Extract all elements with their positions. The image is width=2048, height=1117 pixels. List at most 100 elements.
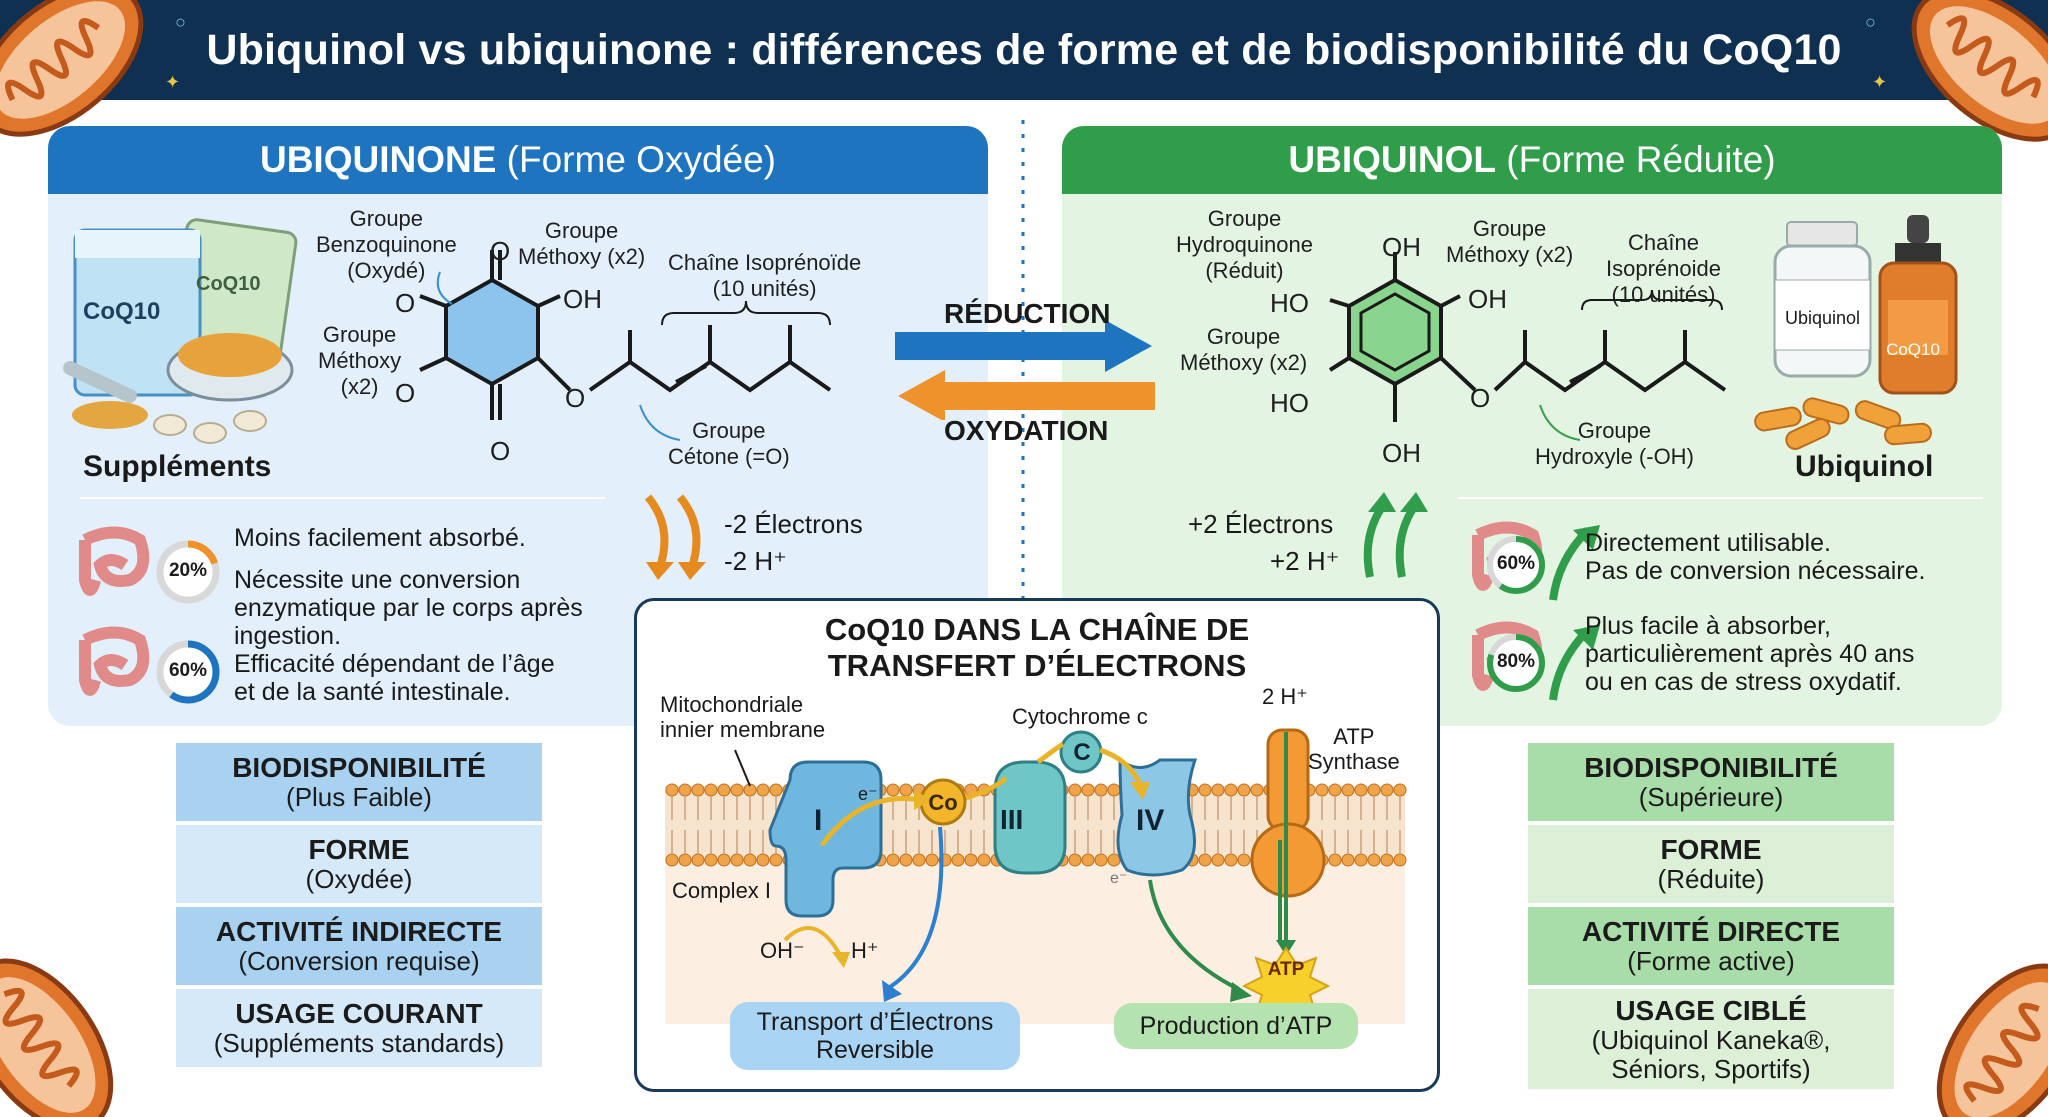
gauge-60-right-fill <box>1487 536 1545 594</box>
summary-activity: ACTIVITÉ DIRECTE (Forme active) <box>1528 907 1894 985</box>
lipid-head <box>717 853 731 867</box>
electron-label-2: e⁻ <box>1110 870 1128 887</box>
summary-heading: BIODISPONIBILITÉ <box>1584 752 1838 783</box>
lipid-head <box>691 853 705 867</box>
svg-text:✦: ✦ <box>1872 72 1887 92</box>
complex-iii-shape <box>993 760 1067 875</box>
lipid-head <box>1328 853 1342 867</box>
lipid-head <box>1315 783 1329 797</box>
lipid-head <box>1068 783 1082 797</box>
lipid-head <box>704 783 718 797</box>
lipid-head <box>678 783 692 797</box>
summary-heading: USAGE COURANT <box>235 998 483 1029</box>
summary-bioavailability: BIODISPONIBILITÉ (Supérieure) <box>1528 743 1894 821</box>
lipid-head <box>756 783 770 797</box>
ubiquinol-heading: UBIQUINOL (Forme Réduite) <box>1062 126 2002 194</box>
lipid-head <box>1081 783 1095 797</box>
dropper-label: CoQ10 <box>1886 340 1940 359</box>
mitochondria-icon <box>0 936 140 1117</box>
lipid-head <box>1393 853 1407 867</box>
lipid-head <box>769 853 783 867</box>
lipid-head <box>1107 783 1121 797</box>
atom-o-bottom: O <box>490 436 511 466</box>
lipid-head <box>925 853 939 867</box>
label-methoxy-left-right: Groupe Méthoxy (x2) <box>1180 324 1308 375</box>
complex-iii-label: III <box>1000 804 1024 835</box>
atom-ho-top: HO <box>1270 288 1309 318</box>
lipid-head <box>769 783 783 797</box>
lipid-head <box>1367 853 1381 867</box>
lipid-head <box>1068 853 1082 867</box>
right-bullet-2: Plus facile à absorber, particulièrement… <box>1585 612 1915 696</box>
lipid-head <box>1107 853 1121 867</box>
ubiquinol-products-illustration <box>1754 215 1958 450</box>
lipid-head <box>977 853 991 867</box>
electron-gain-arrows <box>1363 492 1428 578</box>
lipid-head <box>1198 853 1212 867</box>
lipid-head <box>1250 783 1264 797</box>
etc-title: CoQ10 DANS LA CHAÎNE DE TRANSFERT D’ÉLEC… <box>824 612 1250 683</box>
lipid-head <box>1341 783 1355 797</box>
summary-usage: USAGE COURANT (Suppléments standards) <box>176 989 542 1067</box>
lipid-head <box>899 853 913 867</box>
lipid-head <box>1341 853 1355 867</box>
ubiquinone-heading-bold: UBIQUINONE <box>259 139 497 180</box>
atom-oh: OH <box>563 284 602 314</box>
summary-form: FORME (Oxydée) <box>176 825 542 903</box>
ubiquinol-product-title: Ubiquinol <box>1795 450 1934 483</box>
bag-label: CoQ10 <box>83 298 161 325</box>
page-title: Ubiquinol vs ubiquinone : différences de… <box>206 26 1842 74</box>
label-isoprenoid-chain-right: Chaîne Isoprénoide (10 unités) <box>1606 230 1721 307</box>
summary-sub: (Réduite) <box>1657 864 1765 894</box>
lipid-head <box>1237 783 1251 797</box>
lipid-head <box>912 853 926 867</box>
gauge-label-20: 20% <box>168 560 208 581</box>
complex-label: Complex I <box>672 878 772 903</box>
lipid-head <box>1380 783 1394 797</box>
lipid-head <box>704 853 718 867</box>
cytochrome-label: Cytochrome c <box>1012 704 1148 729</box>
electron-loss-arrows <box>644 494 706 580</box>
summary-sub: (Supérieure) <box>1638 782 1784 812</box>
lipid-head <box>665 783 679 797</box>
left-divider <box>80 497 605 499</box>
oxidation-label: OXYDATION <box>944 415 1109 446</box>
summary-sub: (Oxydée) <box>305 864 413 894</box>
complex-i-label: I <box>814 804 823 837</box>
summary-sub: (Forme active) <box>1627 946 1795 976</box>
lipid-head <box>691 783 705 797</box>
atom-oh-bottom: OH <box>1382 438 1421 468</box>
lipid-head <box>899 783 913 797</box>
lipid-head <box>886 853 900 867</box>
svg-text:○: ○ <box>1865 12 1876 32</box>
lipid-head <box>730 853 744 867</box>
lipid-head <box>730 783 744 797</box>
gauge-label-80-right: 80% <box>1496 651 1536 672</box>
h-label: H⁺ <box>851 938 879 963</box>
lipid-head <box>1380 853 1394 867</box>
label-isoprenoid-chain: Chaîne Isoprénoïde (10 unités) <box>668 250 862 301</box>
supplements-title: Suppléments <box>83 450 272 483</box>
svg-text:✦: ✦ <box>165 72 180 92</box>
lipid-head <box>1224 853 1238 867</box>
lipid-head <box>1094 783 1108 797</box>
label-methoxy-left: Groupe Méthoxy (x2) <box>318 322 402 399</box>
lipid-head <box>717 783 731 797</box>
oh-label: OH⁻ <box>760 938 805 963</box>
summary-heading: ACTIVITÉ DIRECTE <box>1581 916 1841 947</box>
header-bar <box>0 0 2048 100</box>
atp-synthase-label: ATP Synthase <box>1308 724 1400 774</box>
label-benzoquinone: Groupe Benzoquinone (Oxydé) <box>316 206 457 283</box>
left-bullet-1: Moins facilement absorbé. <box>234 524 526 552</box>
left-bullet-3: Efficacité dépendant de l’âge et de la s… <box>234 650 555 706</box>
reduction-label: RÉDUCTION <box>944 298 1111 329</box>
intestine-icon <box>79 526 150 696</box>
lipid-head <box>1393 783 1407 797</box>
supplements-illustration <box>63 218 298 444</box>
summary-usage: USAGE CIBLÉ (Ubiquinol Kaneka®, Séniors,… <box>1528 989 1894 1089</box>
label-ketone: Groupe Cétone (=O) <box>668 418 790 469</box>
electrons-lost: -2 Électrons <box>724 509 863 539</box>
lipid-head <box>1211 853 1225 867</box>
atom-o-ether-right: O <box>1470 383 1491 413</box>
